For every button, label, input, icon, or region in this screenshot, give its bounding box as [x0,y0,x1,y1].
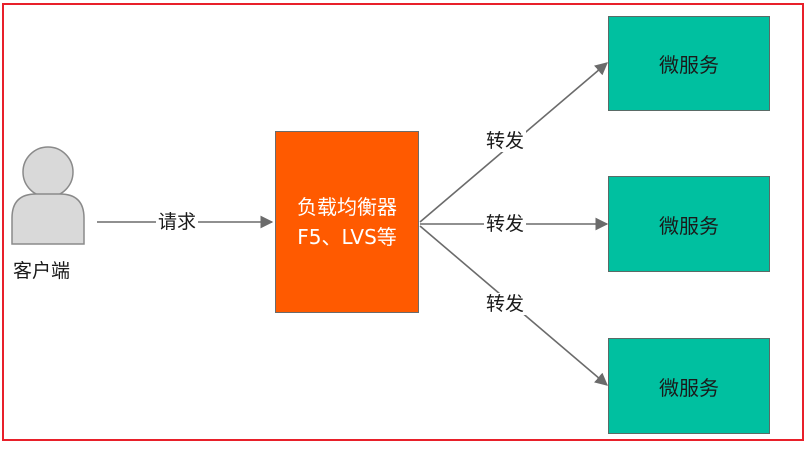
microservice-box-middle: 微服务 [608,176,770,272]
microservice-label: 微服务 [659,53,719,77]
user-icon [11,146,85,245]
client-label: 客户端 [11,260,73,282]
forward-label-top: 转发 [484,130,527,152]
load-balancer-line1: 负载均衡器 [297,195,397,219]
forward-label-bottom: 转发 [484,293,527,315]
forward-label-middle: 转发 [484,213,527,235]
diagram-frame [2,3,804,441]
microservice-label: 微服务 [659,375,719,400]
request-label: 请求 [156,211,199,233]
load-balancer-box: 负载均衡器 F5、LVS等 [275,131,419,313]
microservice-box-top: 微服务 [608,16,770,111]
microservice-label: 微服务 [659,213,719,238]
microservice-box-bottom: 微服务 [608,338,770,434]
load-balancer-line2: F5、LVS等 [297,225,397,249]
